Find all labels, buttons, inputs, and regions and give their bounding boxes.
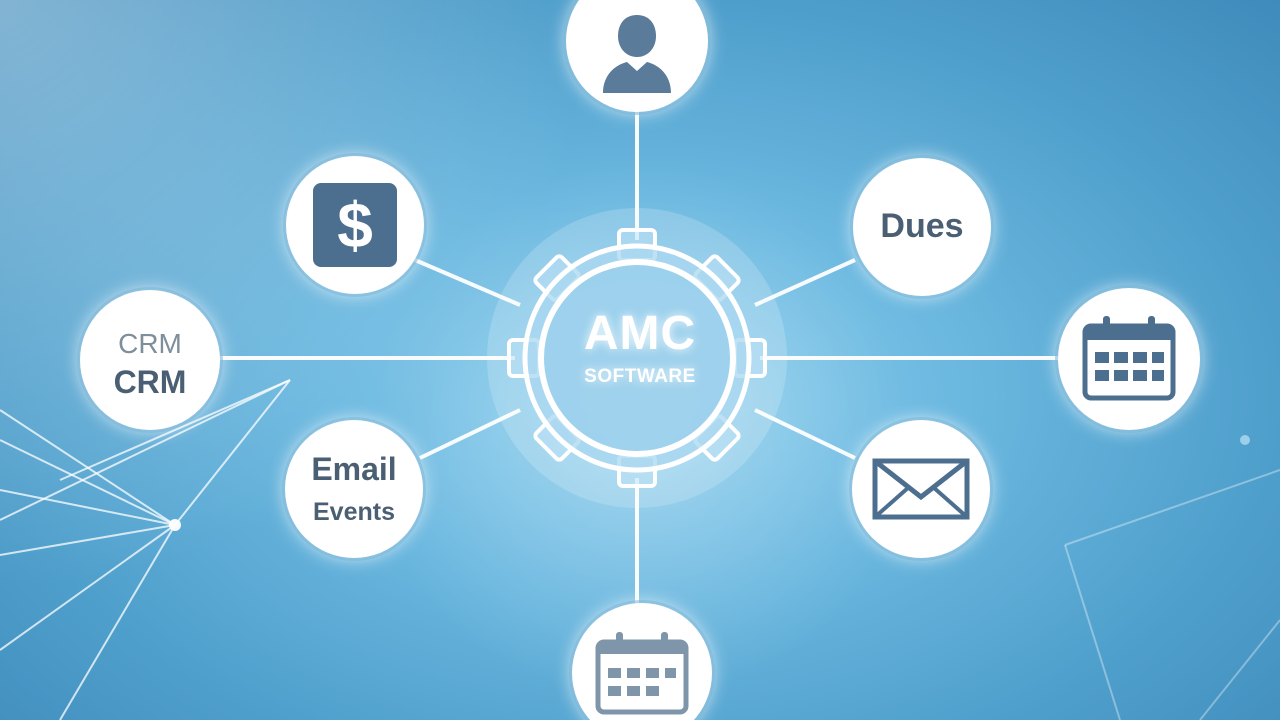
hub-title: AMC: [583, 307, 697, 360]
email-label: Email: [311, 451, 397, 488]
node-billing[interactable]: $: [286, 156, 424, 294]
events-label: Events: [313, 498, 395, 527]
node-email-events[interactable]: Email Events: [285, 420, 423, 558]
calendar-icon: [1082, 316, 1176, 401]
hub-gear: [487, 208, 787, 508]
hub-subtitle: SOFTWARE: [584, 366, 696, 387]
dues-label: Dues: [880, 207, 964, 246]
person-icon: [603, 15, 671, 93]
node-calendar-right[interactable]: [1058, 288, 1200, 430]
node-person[interactable]: [566, 0, 708, 112]
dollar-icon: $: [313, 183, 397, 267]
node-dues[interactable]: Dues: [853, 158, 991, 296]
envelope-icon: [872, 458, 970, 520]
node-envelope[interactable]: [852, 420, 990, 558]
node-crm[interactable]: CRM CRM: [80, 290, 220, 430]
crm-label-top: CRM: [118, 327, 182, 359]
node-calendar-bottom[interactable]: [572, 603, 712, 720]
dollar-symbol: $: [337, 189, 373, 261]
crm-label-bottom: CRM: [113, 363, 187, 400]
hub-label: AMC SOFTWARE: [535, 310, 745, 388]
calendar-icon: [595, 632, 689, 715]
